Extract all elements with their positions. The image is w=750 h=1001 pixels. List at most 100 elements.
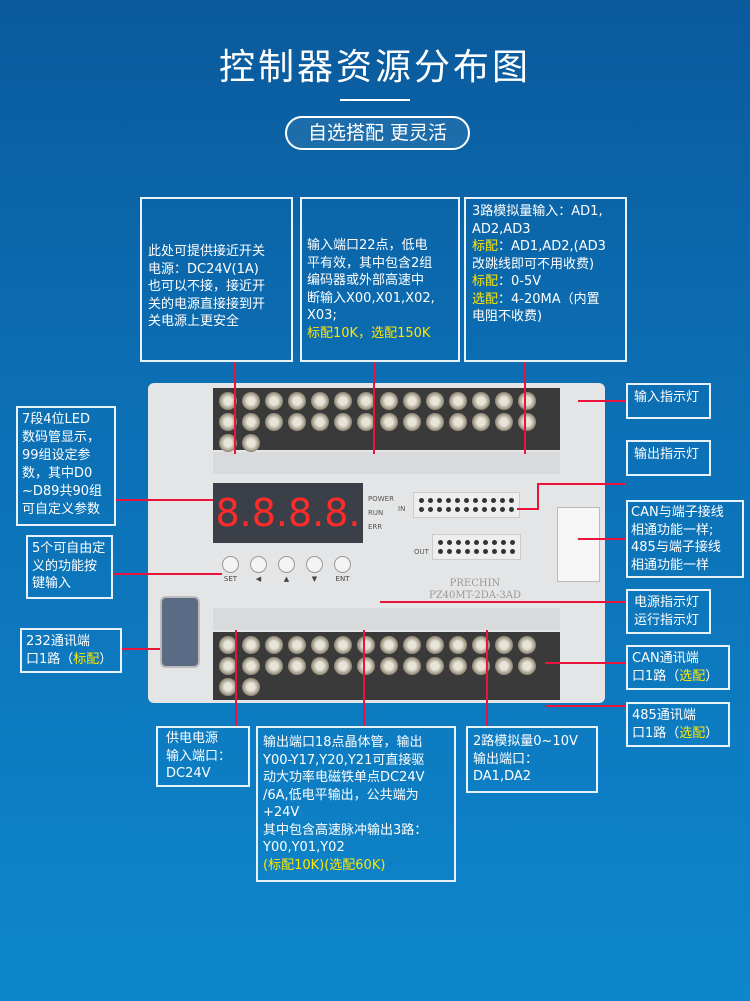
indicator-dot (500, 498, 505, 503)
indicator-dot (419, 498, 424, 503)
subtitle-badge: 自选搭配 更灵活 (285, 116, 470, 150)
indicator-dot (438, 540, 443, 545)
left-button[interactable]: ◀ (250, 556, 267, 583)
terminal-screw (219, 392, 237, 410)
indicator-dot (437, 498, 442, 503)
terminal-screw (380, 657, 398, 675)
terminal-screw (449, 657, 467, 675)
terminal-screw (265, 657, 283, 675)
terminal-screw (495, 636, 513, 654)
terminal-screw (334, 657, 352, 675)
terminal-screw (334, 636, 352, 654)
terminal-screw (242, 413, 260, 431)
indicator-dot (464, 507, 469, 512)
terminal-screw (265, 392, 283, 410)
terminal-screw (426, 657, 444, 675)
indicator-dot (465, 540, 470, 545)
terminal-screw (403, 392, 421, 410)
terminal-screw (495, 413, 513, 431)
indicator-dot (456, 549, 461, 554)
callout-proximity-power: 此处可提供接近开关 电源：DC24V(1A) 也可以不接，接近开 关的电源直接接… (140, 197, 293, 362)
terminal-screw (449, 413, 467, 431)
terminal-screw (219, 434, 237, 452)
indicator-dot (447, 540, 452, 545)
callout-input-led: 输入指示灯 (626, 383, 711, 419)
indicator-dot (483, 540, 488, 545)
page-title: 控制器资源分布图 (218, 47, 531, 88)
expansion-cover (557, 507, 600, 582)
callout-led-display: 7段4位LED 数码管显示， 99组设定参 数，其中D0 ~D89共90组 可自… (16, 406, 116, 526)
indicator-dot (438, 549, 443, 554)
output-terminal-labels (213, 608, 560, 630)
indicator-dot (464, 498, 469, 503)
ent-button[interactable]: ENT (334, 556, 351, 583)
terminal-screw (288, 657, 306, 675)
indicator-dot (482, 507, 487, 512)
led-display: 8.8.8.8. (213, 483, 363, 543)
indicator-dot (473, 507, 478, 512)
terminal-screw (219, 678, 237, 696)
terminal-screw (426, 413, 444, 431)
callout-rs485-port: 485通讯端 口1路（选配） (626, 702, 730, 747)
callout-power-input: 供电电源 输入端口： DC24V (156, 726, 250, 787)
indicator-dot (492, 540, 497, 545)
indicator-dot (501, 549, 506, 554)
terminal-screw (242, 636, 260, 654)
terminal-screw (403, 413, 421, 431)
out-label: OUT (414, 548, 429, 556)
callout-analog-outputs: 2路模拟量0~10V 输出端口： DA1,DA2 (466, 726, 598, 793)
terminal-screw (265, 413, 283, 431)
err-led: ERR (368, 523, 383, 531)
terminal-screw (426, 636, 444, 654)
in-label: IN (398, 505, 406, 513)
indicator-dot (437, 507, 442, 512)
title-underline (340, 99, 410, 101)
rs232-db9-port (160, 596, 200, 668)
indicator-dot (492, 549, 497, 554)
indicator-dot (501, 540, 506, 545)
terminal-screw (472, 392, 490, 410)
indicator-dot (456, 540, 461, 545)
indicator-dot (474, 540, 479, 545)
input-indicator-leds (413, 492, 520, 518)
callout-output-led: 输出指示灯 (626, 440, 711, 476)
callout-can-485: CAN与端子接线 相通功能一样; 485与端子接线 相通功能一样 (626, 500, 744, 578)
indicator-dot (473, 498, 478, 503)
terminal-screw (242, 678, 260, 696)
terminal-screw (288, 636, 306, 654)
indicator-dot (419, 507, 424, 512)
output-indicator-leds (432, 534, 521, 560)
set-button[interactable]: SET (222, 556, 239, 583)
terminal-screw (495, 392, 513, 410)
indicator-dot (428, 507, 433, 512)
terminal-screw (219, 636, 237, 654)
indicator-dot (447, 549, 452, 554)
power-led: POWER (368, 495, 394, 503)
indicator-dot (500, 507, 505, 512)
function-keys: SET ◀ ▲ ▼ ENT (222, 556, 351, 583)
input-terminal-block (213, 388, 560, 452)
callout-can-port: CAN通讯端 口1路（选配） (626, 645, 730, 690)
terminal-screw (518, 657, 536, 675)
output-terminal-block (213, 632, 560, 700)
terminal-screw (219, 657, 237, 675)
up-button[interactable]: ▲ (278, 556, 295, 583)
indicator-dot (474, 549, 479, 554)
input-terminal-labels (213, 452, 560, 474)
callout-inputs: 输入端口22点，低电 平有效，其中包含2组 编码器或外部高速中 断输入X00,X… (300, 197, 460, 362)
indicator-dot (483, 549, 488, 554)
terminal-screw (311, 392, 329, 410)
terminal-screw (380, 392, 398, 410)
down-button[interactable]: ▼ (306, 556, 323, 583)
terminal-screw (472, 636, 490, 654)
terminal-screw (518, 413, 536, 431)
terminal-screw (449, 392, 467, 410)
terminal-screw (242, 657, 260, 675)
terminal-screw (380, 413, 398, 431)
terminal-screw (265, 636, 283, 654)
terminal-screw (518, 636, 536, 654)
terminal-screw (449, 636, 467, 654)
terminal-screw (403, 657, 421, 675)
